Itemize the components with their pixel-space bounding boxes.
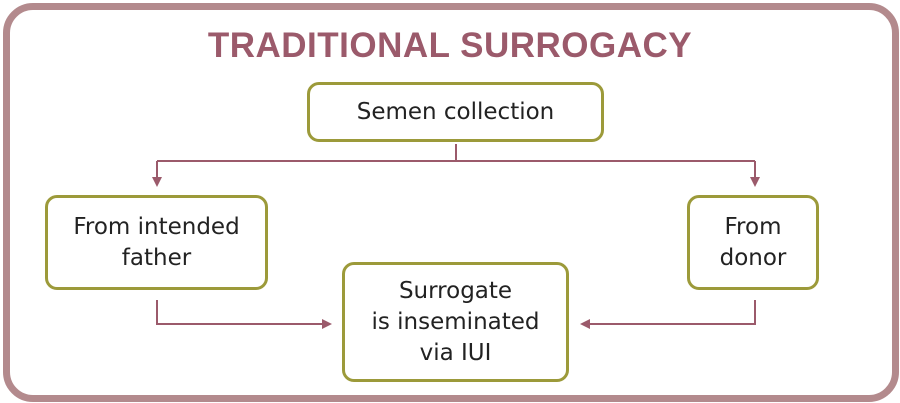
node-father-label-line-1: From intended: [73, 213, 240, 240]
node-from-intended-father: From intended father: [45, 195, 268, 290]
connector-donor-to-surrogate-arrow: [580, 300, 756, 329]
node-surrogate-inseminated: Surrogate is inseminated via IUI: [342, 262, 569, 382]
connector-father-to-surrogate-arrow: [156, 300, 332, 329]
node-donor-label-line-1: From: [724, 213, 782, 240]
node-semen-collection-label: Semen collection: [356, 98, 555, 125]
diagram-title: TRADITIONAL SURROGACY: [207, 26, 693, 65]
node-surrogate-label-line-1: Surrogate: [398, 277, 513, 304]
node-donor-label-line-2: donor: [719, 244, 787, 271]
node-father-label-line-2: father: [121, 244, 192, 271]
node-semen-collection: Semen collection: [307, 82, 604, 142]
node-surrogate-label-line-2: is inseminated: [371, 308, 540, 335]
node-from-donor: From donor: [687, 195, 819, 290]
node-surrogate-label-line-3: via IUI: [419, 339, 492, 366]
